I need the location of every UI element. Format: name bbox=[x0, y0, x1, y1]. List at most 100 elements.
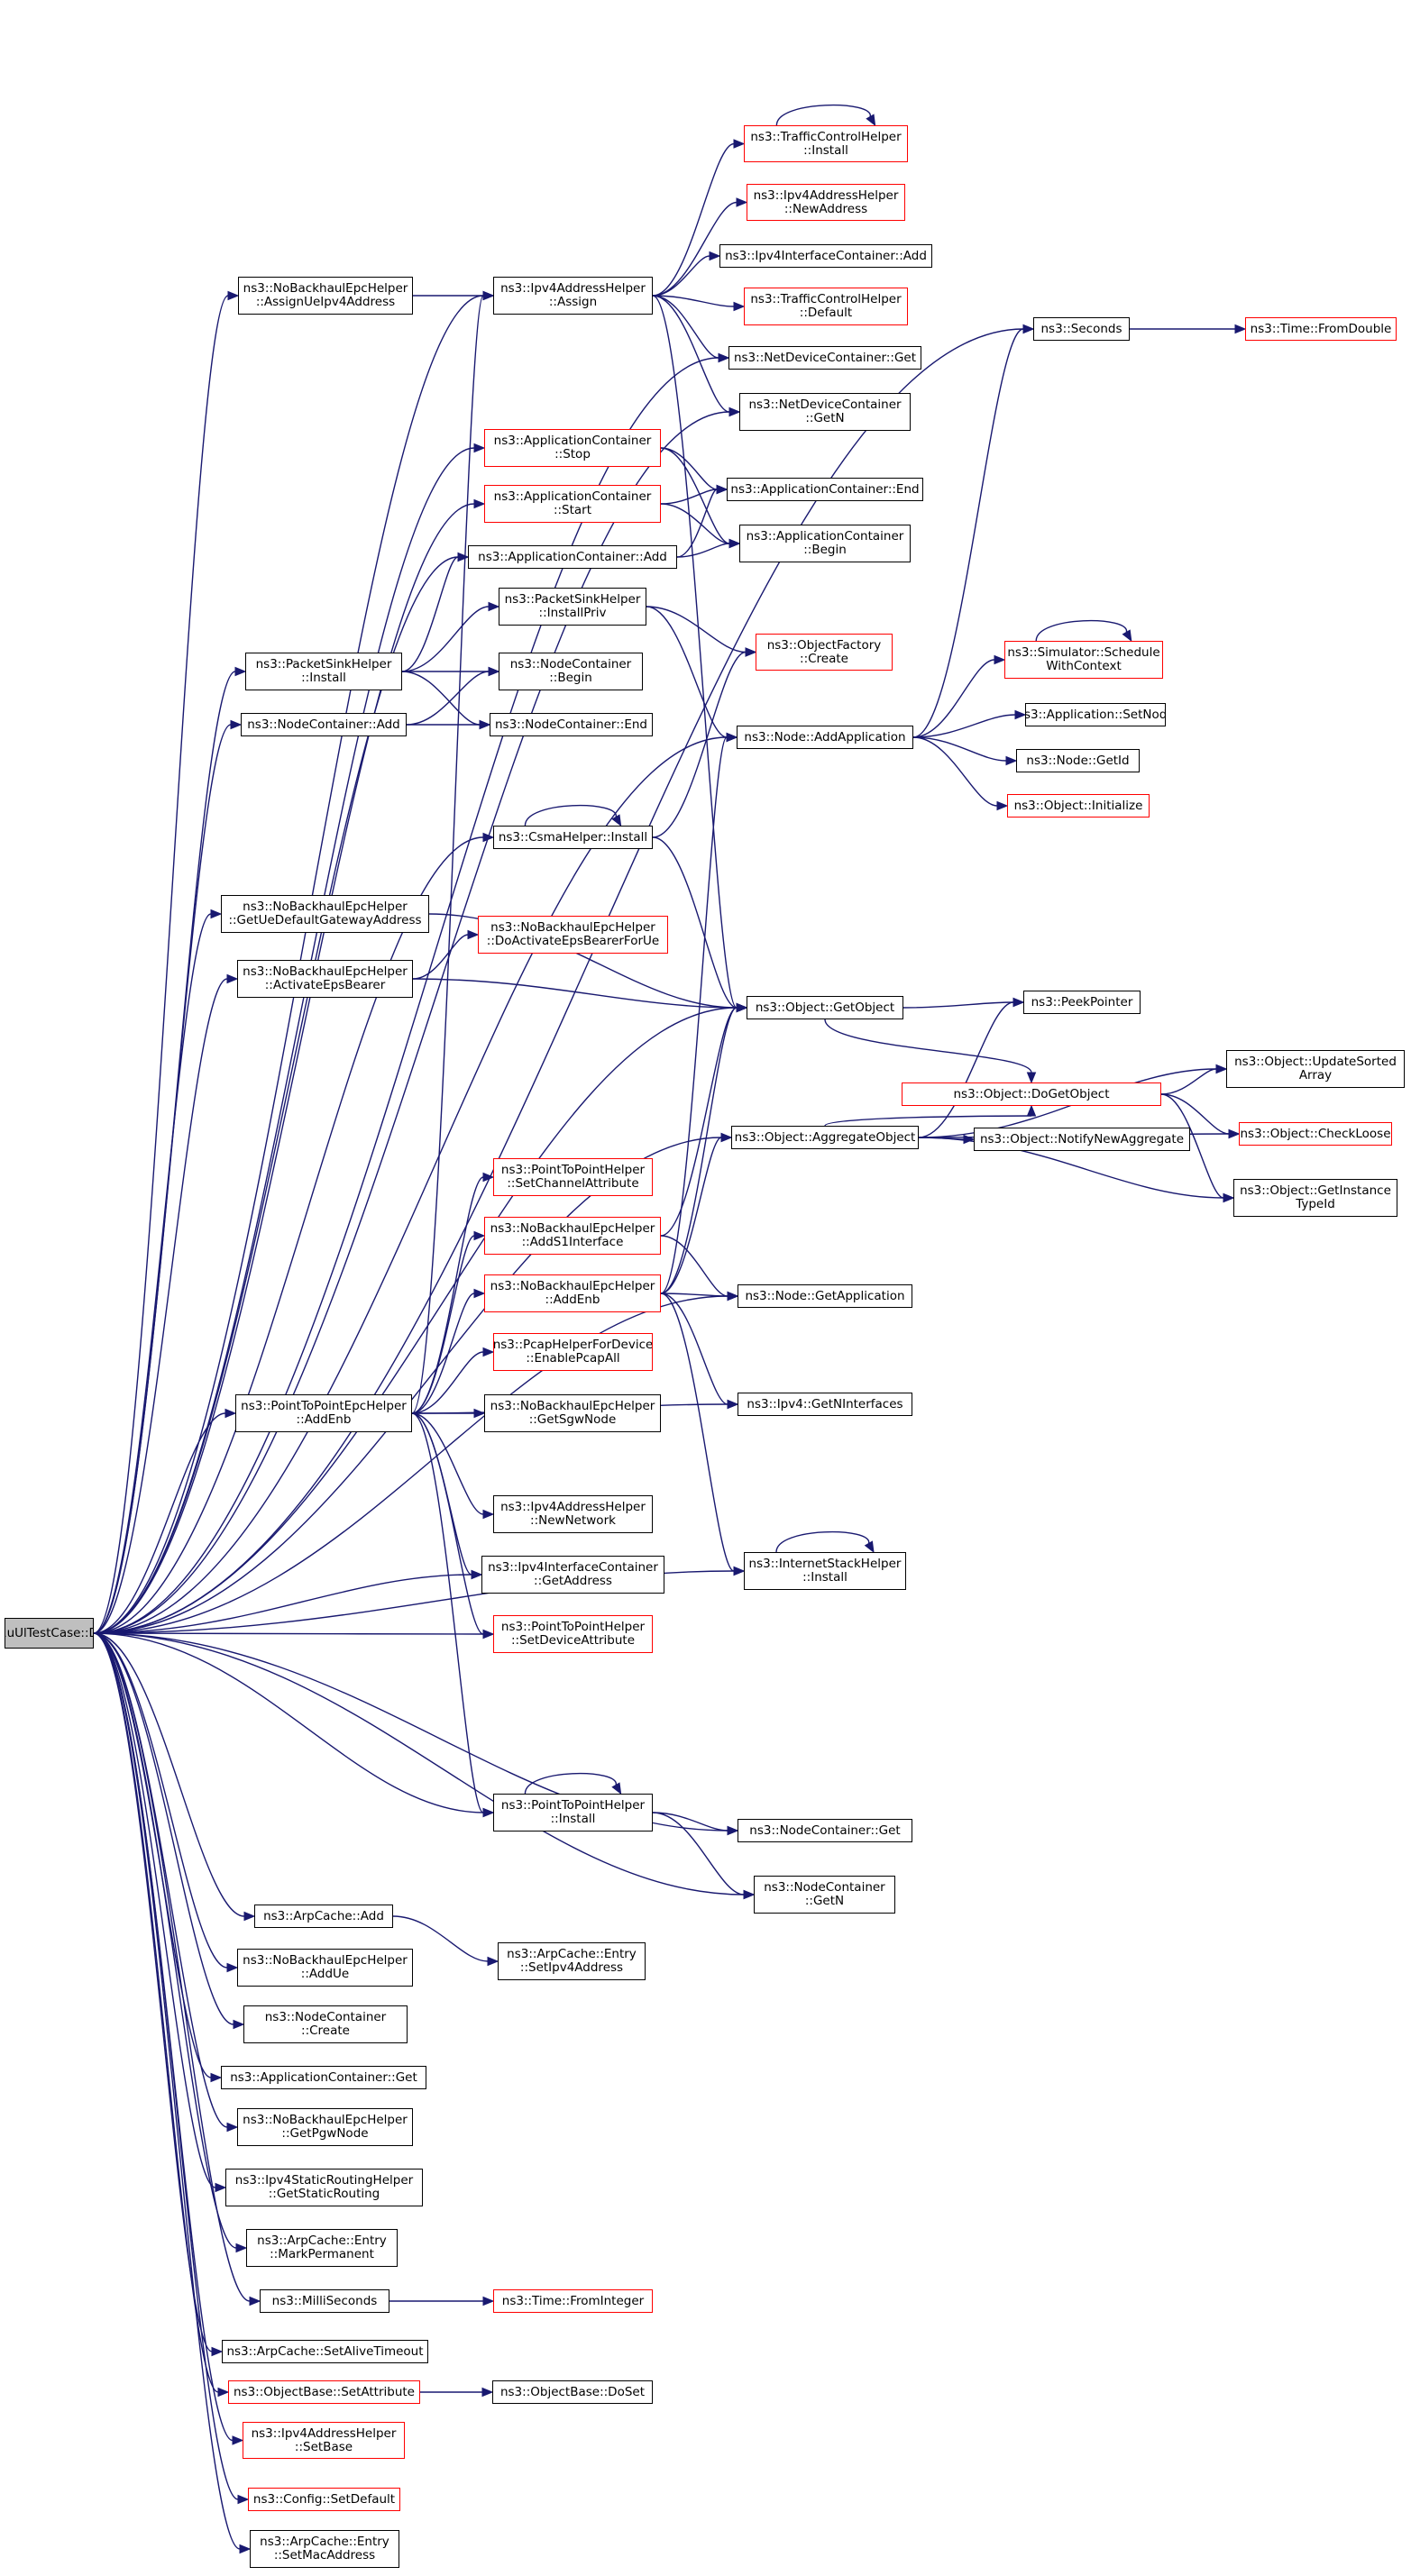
node-doGetObj[interactable]: ns3::Object::DoGetObject bbox=[902, 1082, 1161, 1106]
node-psInstPriv[interactable]: ns3::PacketSinkHelper::InstallPriv bbox=[499, 588, 646, 626]
node-tchInst[interactable]: ns3::TrafficControlHelper::Install bbox=[744, 125, 908, 162]
node-tchDef[interactable]: ns3::TrafficControlHelper::Default bbox=[744, 288, 908, 325]
node-peekPtr[interactable]: ns3::PeekPointer bbox=[1023, 991, 1141, 1014]
node-nodeAddApp[interactable]: ns3::Node::AddApplication bbox=[737, 726, 913, 749]
node-fromDouble[interactable]: ns3::Time::FromDouble bbox=[1245, 317, 1397, 341]
node-obDoSet[interactable]: ns3::ObjectBase::DoSet bbox=[492, 2380, 653, 2404]
node-doActEps[interactable]: ns3::NoBackhaulEpcHelper::DoActivateEpsB… bbox=[478, 916, 668, 954]
node-label: ns3::ApplicationContainer bbox=[746, 529, 904, 544]
node-fromInt[interactable]: ns3::Time::FromInteger bbox=[493, 2289, 653, 2313]
node-p2pSetCh[interactable]: ns3::PointToPointHelper::SetChannelAttri… bbox=[493, 1158, 653, 1196]
edge-root-ipv4Static-arrowhead bbox=[215, 2182, 227, 2193]
node-ncEnd[interactable]: ns3::NodeContainer::End bbox=[490, 713, 653, 736]
node-nodeGetApp[interactable]: ns3::Node::GetApplication bbox=[738, 1284, 912, 1308]
node-getUeGw[interactable]: ns3::NoBackhaulEpcHelper::GetUeDefaultGa… bbox=[221, 895, 429, 933]
node-getPgw[interactable]: ns3::NoBackhaulEpcHelper::GetPgwNode bbox=[237, 2108, 413, 2146]
node-pcapEn[interactable]: ns3::PcapHelperForDevice::EnablePcapAll bbox=[493, 1333, 653, 1371]
node-acAdd[interactable]: ns3::ApplicationContainer::Add bbox=[468, 545, 677, 569]
edge-root-p2pSetDev bbox=[93, 1632, 484, 1635]
edge-psInst-psInstPriv bbox=[401, 606, 490, 672]
node-label: ::AddEnb bbox=[545, 1293, 600, 1307]
node-checkLoose[interactable]: ns3::Object::CheckLoose bbox=[1239, 1122, 1392, 1146]
node-ndcGet[interactable]: ns3::NetDeviceContainer::Get bbox=[728, 346, 921, 370]
edge-root-acStart bbox=[93, 503, 475, 1634]
edge-root-ncAdd-arrowhead bbox=[230, 719, 243, 730]
node-ncGetN[interactable]: ns3::NodeContainer::GetN bbox=[754, 1876, 895, 1914]
node-label: ::GetAddress bbox=[534, 1574, 612, 1588]
node-milli[interactable]: ns3::MilliSeconds bbox=[260, 2289, 389, 2313]
edge-nodeAddApp-appSetNode-arrowhead bbox=[1014, 709, 1027, 720]
node-arpSetIp[interactable]: ns3::ArpCache::Entry::SetIpv4Address bbox=[498, 1942, 646, 1980]
node-cfgSetDef[interactable]: ns3::Config::SetDefault bbox=[248, 2488, 400, 2511]
node-getObj[interactable]: ns3::Object::GetObject bbox=[747, 996, 903, 1019]
node-acStop[interactable]: ns3::ApplicationContainer::Stop bbox=[484, 429, 661, 467]
node-label: ::ActivateEpsBearer bbox=[264, 978, 386, 992]
node-ndcGetN[interactable]: ns3::NetDeviceContainer::GetN bbox=[739, 393, 911, 431]
node-p2pSetDev[interactable]: ns3::PointToPointHelper::SetDeviceAttrib… bbox=[493, 1615, 653, 1653]
node-obSetAttr[interactable]: ns3::ObjectBase::SetAttribute bbox=[228, 2380, 420, 2404]
edge-aggObj-peekPtr bbox=[918, 1001, 1014, 1138]
node-ipv4New[interactable]: ns3::Ipv4AddressHelper::NewAddress bbox=[747, 184, 905, 221]
node-ncGet[interactable]: ns3::NodeContainer::Get bbox=[738, 1819, 912, 1842]
node-seconds[interactable]: ns3::Seconds bbox=[1033, 317, 1130, 341]
node-label: ns3::Ipv4InterfaceContainer::Add bbox=[725, 248, 927, 263]
node-addUe[interactable]: ns3::NoBackhaulEpcHelper::AddUe bbox=[237, 1949, 413, 1987]
node-label: ns3::ArpCache::Add bbox=[263, 1908, 384, 1923]
node-acEnd[interactable]: ns3::ApplicationContainer::End bbox=[727, 478, 923, 501]
node-addEnbNb[interactable]: ns3::NoBackhaulEpcHelper::AddEnb bbox=[484, 1274, 661, 1312]
node-label: ::SetMacAddress bbox=[273, 2548, 376, 2562]
node-actEps[interactable]: ns3::NoBackhaulEpcHelper::ActivateEpsBea… bbox=[237, 960, 413, 998]
node-ipv4IcAdd[interactable]: ns3::Ipv4InterfaceContainer::Add bbox=[719, 244, 932, 268]
edge-root-nodeGetApp bbox=[93, 1295, 728, 1634]
node-ipv4Assign[interactable]: ns3::Ipv4AddressHelper::Assign bbox=[493, 277, 653, 315]
node-arpAlive[interactable]: ns3::ArpCache::SetAliveTimeout bbox=[222, 2340, 428, 2363]
node-label: ns3::ApplicationContainer::Get bbox=[230, 2069, 417, 2085]
node-label: ns3::NoBackhaulEpcHelper bbox=[243, 2113, 408, 2127]
node-getSgw[interactable]: ns3::NoBackhaulEpcHelper::GetSgwNode bbox=[484, 1394, 661, 1432]
node-ipv4SetBase[interactable]: ns3::Ipv4AddressHelper::SetBase bbox=[243, 2422, 405, 2459]
node-psInst[interactable]: ns3::PacketSinkHelper::Install bbox=[245, 653, 402, 690]
node-aggObj[interactable]: ns3::Object::AggregateObject bbox=[731, 1126, 919, 1149]
node-assignUe[interactable]: ns3::NoBackhaulEpcHelper::AssignUeIpv4Ad… bbox=[238, 277, 413, 315]
node-ncBegin[interactable]: ns3::NodeContainer::Begin bbox=[499, 653, 643, 690]
edge-root-ipv4IcGetAddr bbox=[93, 1574, 472, 1634]
node-p2pInst[interactable]: ns3::PointToPointHelper::Install bbox=[493, 1794, 653, 1832]
node-label: ns3::NodeContainer bbox=[509, 657, 632, 671]
node-csmaInst[interactable]: ns3::CsmaHelper::Install bbox=[493, 826, 653, 849]
node-acGet[interactable]: ns3::ApplicationContainer::Get bbox=[221, 2066, 426, 2089]
node-ipv4Static[interactable]: ns3::Ipv4StaticRoutingHelper::GetStaticR… bbox=[225, 2169, 423, 2206]
edge-p2pInst-p2pInst bbox=[524, 1772, 617, 1795]
node-acStart[interactable]: ns3::ApplicationContainer::Start bbox=[484, 485, 661, 523]
node-ncAdd[interactable]: ns3::NodeContainer::Add bbox=[241, 713, 407, 736]
edge-root-addUe bbox=[93, 1632, 228, 1969]
node-ipv4NewNet[interactable]: ns3::Ipv4AddressHelper::NewNetwork bbox=[493, 1495, 653, 1533]
node-ipv4IcGetAddr[interactable]: ns3::Ipv4InterfaceContainer::GetAddress bbox=[481, 1556, 664, 1594]
node-ofCreate[interactable]: ns3::ObjectFactory::Create bbox=[756, 634, 893, 671]
node-notifyAgg[interactable]: ns3::Object::NotifyNewAggregate bbox=[974, 1128, 1190, 1151]
edge-p2pEpcAddEnb-p2pSetCh-arrowhead bbox=[482, 1172, 495, 1183]
edge-root-getObj bbox=[93, 1007, 738, 1634]
node-arpAdd[interactable]: ns3::ArpCache::Add bbox=[254, 1905, 393, 1928]
node-arpMark[interactable]: ns3::ArpCache::Entry::MarkPermanent bbox=[246, 2229, 398, 2267]
edge-ipv4Assign-ipv4New-arrowhead bbox=[736, 197, 748, 207]
node-arpSetMac[interactable]: ns3::ArpCache::Entry::SetMacAddress bbox=[250, 2530, 399, 2568]
edge-aggObj-getInstTid-arrowhead bbox=[1223, 1192, 1235, 1203]
node-addS1[interactable]: ns3::NoBackhaulEpcHelper::AddS1Interface bbox=[484, 1217, 661, 1255]
node-label: ns3::NoBackhaulEpcHelper bbox=[490, 1221, 655, 1236]
node-p2pEpcAddEnb[interactable]: ns3::PointToPointEpcHelper::AddEnb bbox=[235, 1394, 412, 1432]
node-objInit[interactable]: ns3::Object::Initialize bbox=[1007, 794, 1150, 818]
node-nodeGetId[interactable]: ns3::Node::GetId bbox=[1016, 749, 1140, 772]
node-label: ::NewAddress bbox=[783, 201, 868, 216]
node-appSetNode[interactable]: ns3::Application::SetNode bbox=[1025, 703, 1166, 726]
edge-root-acGet bbox=[93, 1632, 212, 2078]
node-acBegin[interactable]: ns3::ApplicationContainer::Begin bbox=[739, 525, 911, 562]
node-inetInst[interactable]: ns3::InternetStackHelper::Install bbox=[744, 1552, 906, 1590]
node-label: ns3::NoBackhaulEpcHelper bbox=[243, 964, 408, 979]
node-ipv4GetN[interactable]: ns3::Ipv4::GetNInterfaces bbox=[738, 1393, 912, 1416]
node-ncCreate[interactable]: ns3::NodeContainer::Create bbox=[243, 2005, 408, 2043]
edge-ipv4Assign-ndcGet-arrowhead bbox=[718, 352, 730, 363]
edge-nodeAddApp-nodeGetId bbox=[912, 736, 1007, 762]
